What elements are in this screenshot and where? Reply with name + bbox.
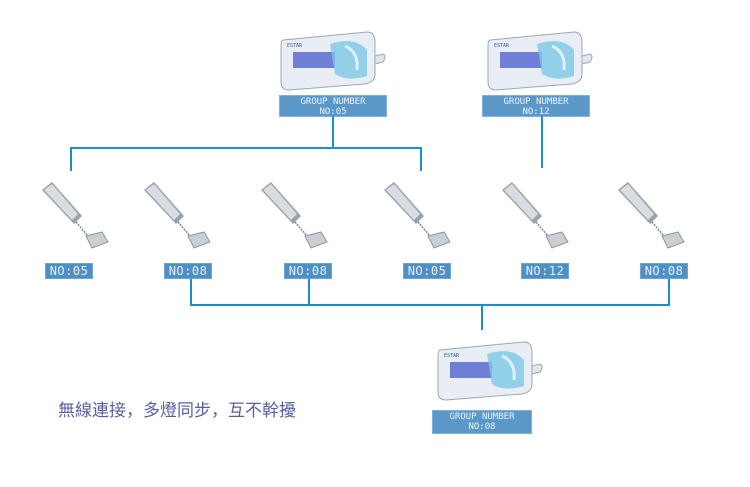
light-number-label: NO:05 <box>45 263 93 279</box>
connector-line <box>70 147 72 171</box>
connector-line <box>332 116 334 148</box>
connector-line <box>70 147 422 149</box>
light-fixture-icon <box>261 182 328 249</box>
group-number-value: NO:08 <box>468 422 496 432</box>
connector-line <box>541 116 543 168</box>
controller-brand: ESTAR <box>287 43 303 49</box>
light-unit-4 <box>380 178 452 256</box>
connector-line <box>481 304 483 330</box>
light-fixture-icon <box>618 182 685 249</box>
group-number-heading: GROUP NUMBER <box>449 412 515 422</box>
light-unit-3 <box>257 178 329 256</box>
light-unit-1 <box>38 178 110 256</box>
light-fixture-icon <box>384 182 451 249</box>
connector-line <box>190 304 670 306</box>
remote-device-icon: ESTAR <box>437 341 543 401</box>
connector-line <box>308 279 310 305</box>
connector-line <box>190 279 192 305</box>
light-number-label: NO:08 <box>640 263 688 279</box>
light-number-label: NO:12 <box>521 263 569 279</box>
light-unit-2 <box>140 178 212 256</box>
light-unit-6 <box>614 178 686 256</box>
controller-brand: ESTAR <box>444 353 460 359</box>
group-number-heading: GROUP NUMBER <box>300 97 366 107</box>
controller-2: ESTAR <box>482 30 593 91</box>
light-number-label: NO:08 <box>284 263 332 279</box>
remote-device-icon: ESTAR <box>280 31 386 91</box>
light-fixture-icon <box>502 182 569 249</box>
light-unit-5 <box>498 178 570 256</box>
caption-text: 無線連接，多燈同步，互不幹擾 <box>58 401 296 421</box>
light-number-label: NO:08 <box>164 263 212 279</box>
light-fixture-icon <box>42 182 109 249</box>
remote-device-icon: ESTAR <box>487 31 593 91</box>
group-number-label-3: GROUP NUMBER NO:08 <box>432 410 532 434</box>
connector-line <box>668 279 670 305</box>
controller-3: ESTAR <box>432 340 543 401</box>
controller-1: ESTAR <box>275 30 386 91</box>
group-number-value: NO:05 <box>319 107 347 117</box>
group-number-label-2: GROUP NUMBER NO:12 <box>482 95 590 117</box>
controller-brand: ESTAR <box>494 43 510 49</box>
light-fixture-icon <box>144 182 211 249</box>
light-number-label: NO:05 <box>403 263 451 279</box>
connector-line <box>420 147 422 171</box>
group-number-value: NO:12 <box>522 107 550 117</box>
group-number-heading: GROUP NUMBER <box>503 97 569 107</box>
group-number-label-1: GROUP NUMBER NO:05 <box>279 95 387 117</box>
